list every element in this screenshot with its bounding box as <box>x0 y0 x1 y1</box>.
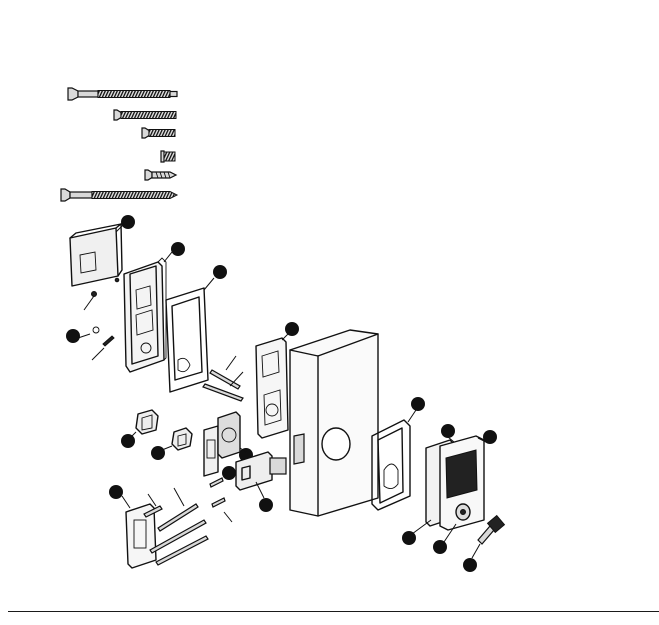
latch-screws <box>210 478 232 522</box>
adapter-ring-part <box>130 410 192 450</box>
callout-dot <box>171 242 185 256</box>
callout-dot <box>463 558 477 572</box>
long-bolts-middle <box>203 356 243 401</box>
door-part <box>290 330 378 516</box>
callout-dot <box>213 265 227 279</box>
interior-gasket-part <box>166 278 214 392</box>
long-machine-screw-icon <box>68 88 177 100</box>
callout-dot <box>433 540 447 554</box>
callout-dot <box>441 424 455 438</box>
set-screw-icon <box>161 151 175 162</box>
wood-screw-icon <box>145 170 176 180</box>
callout-dot <box>222 466 236 480</box>
small-screws-left <box>78 278 119 360</box>
medium-machine-screw-icon <box>114 110 176 120</box>
callout-dot <box>259 498 273 512</box>
callout-dot <box>411 397 425 411</box>
bottom-border-line <box>8 611 659 612</box>
mounting-plate-part <box>256 334 288 438</box>
interior-assembly-part <box>124 252 172 372</box>
callout-dot <box>151 446 165 460</box>
exterior-keypad-assembly-part <box>412 436 486 542</box>
screw-reference-list <box>61 88 177 201</box>
long-wood-screw-icon <box>61 189 177 201</box>
callout-dot <box>66 329 80 343</box>
callout-dot <box>121 434 135 448</box>
callout-dot <box>121 215 135 229</box>
callout-dot <box>109 485 123 499</box>
short-threaded-screw-icon <box>142 128 175 138</box>
callout-dot <box>285 322 299 336</box>
battery-cover-part <box>70 224 124 286</box>
strike-plate-part <box>122 488 208 568</box>
